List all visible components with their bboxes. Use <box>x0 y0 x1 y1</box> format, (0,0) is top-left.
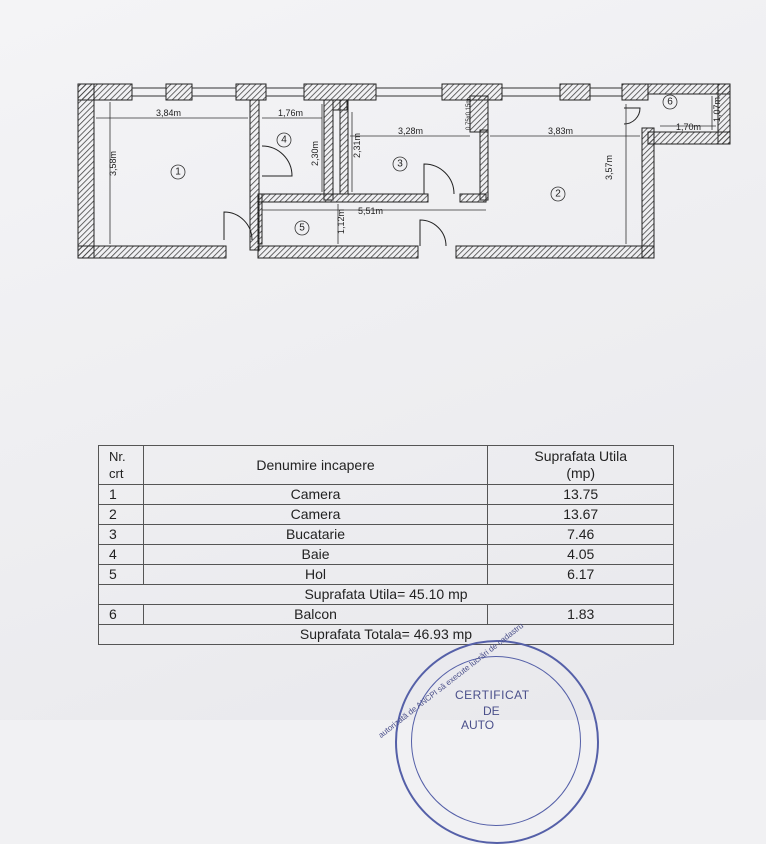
row-nr: 3 <box>98 524 144 545</box>
table-row: 3 Bucatarie 7.46 <box>98 524 674 545</box>
row-area: 7.46 <box>487 524 674 545</box>
dim-room3-width: 3,28m <box>398 126 423 136</box>
stamp-line-2: DE <box>483 704 500 718</box>
dim-room4-width: 1,76m <box>278 108 303 118</box>
grand-total: Suprafata Totala= 46.93 mp <box>98 624 674 645</box>
header-area: Suprafata Utila (mp) <box>487 445 674 485</box>
grand-total-row: Suprafata Totala= 46.93 mp <box>98 624 674 645</box>
room-number-4: 4 <box>281 135 287 146</box>
room-number-6: 6 <box>667 97 673 108</box>
certification-stamp: autorizată de ANCPI să execute lucrări d… <box>377 621 599 844</box>
row-nr: 1 <box>98 484 144 505</box>
doors <box>223 107 641 247</box>
dimension-lines <box>96 96 716 244</box>
dim-room3-height: 2,31m <box>352 133 362 158</box>
room-number-3: 3 <box>397 159 403 170</box>
dim-room6-height: 1,07m <box>712 97 722 122</box>
row-area: 4.05 <box>487 544 674 565</box>
row-name: Balcon <box>142 604 489 625</box>
row-name: Bucatarie <box>142 524 489 545</box>
header-nr: Nr. crt <box>98 445 144 485</box>
stamp-line-3: AUTO <box>461 718 495 732</box>
stamp-inner-ring <box>411 656 581 826</box>
row-name: Hol <box>142 564 489 585</box>
useful-total: Suprafata Utila= 45.10 mp <box>98 584 674 605</box>
row-name: Baie <box>142 544 489 565</box>
useful-total-row: Suprafata Utila= 45.10 mp <box>98 584 674 605</box>
room-number-2: 2 <box>555 189 561 200</box>
stamp-line-1: CERTIFICAT <box>455 688 530 702</box>
room-labels <box>170 94 678 236</box>
dim-room1-width: 3,84m <box>156 108 181 118</box>
header-name: Denumire incapere <box>142 445 489 485</box>
windows <box>132 87 622 97</box>
exterior-walls <box>77 83 731 259</box>
table-row: 4 Baie 4.05 <box>98 544 674 565</box>
row-nr: 4 <box>98 544 144 565</box>
area-table: Nr. crt Denumire incapere Suprafata Util… <box>98 445 674 645</box>
table-header-row: Nr. crt Denumire incapere Suprafata Util… <box>98 445 674 485</box>
table-row: 1 Camera 13.75 <box>98 484 674 505</box>
floor-plan: 3,84m 3,58m 1,76m 2,30m 3,28m 2,31m 0,75… <box>77 83 731 259</box>
table-row: 6 Balcon 1.83 <box>98 604 674 625</box>
dim-room4-height: 2,30m <box>310 141 320 166</box>
table-row: 5 Hol 6.17 <box>98 564 674 585</box>
row-area: 6.17 <box>487 564 674 585</box>
row-nr: 6 <box>98 604 144 625</box>
header-nr-text: Nr. crt <box>109 449 126 481</box>
dim-room2-height: 3,57m <box>604 155 614 180</box>
row-name: Camera <box>142 504 489 525</box>
dim-room6-width: 1,70m <box>676 122 701 132</box>
dim-room1-height: 3,58m <box>108 151 118 176</box>
table-row: 2 Camera 13.67 <box>98 504 674 525</box>
row-area: 13.75 <box>487 484 674 505</box>
row-nr: 2 <box>98 504 144 525</box>
dim-hall-width: 5,51m <box>358 206 383 216</box>
dim-hall-height: 1,12m <box>336 209 346 234</box>
row-area: 13.67 <box>487 504 674 525</box>
dim-wall-note: 0,75x0,15m <box>466 99 472 130</box>
room-number-1: 1 <box>175 167 181 178</box>
dim-room2-width: 3,83m <box>548 126 573 136</box>
row-nr: 5 <box>98 564 144 585</box>
row-name: Camera <box>142 484 489 505</box>
row-area: 1.83 <box>487 604 674 625</box>
header-area-text: Suprafata Utila (mp) <box>534 448 628 481</box>
room-number-5: 5 <box>299 223 305 234</box>
